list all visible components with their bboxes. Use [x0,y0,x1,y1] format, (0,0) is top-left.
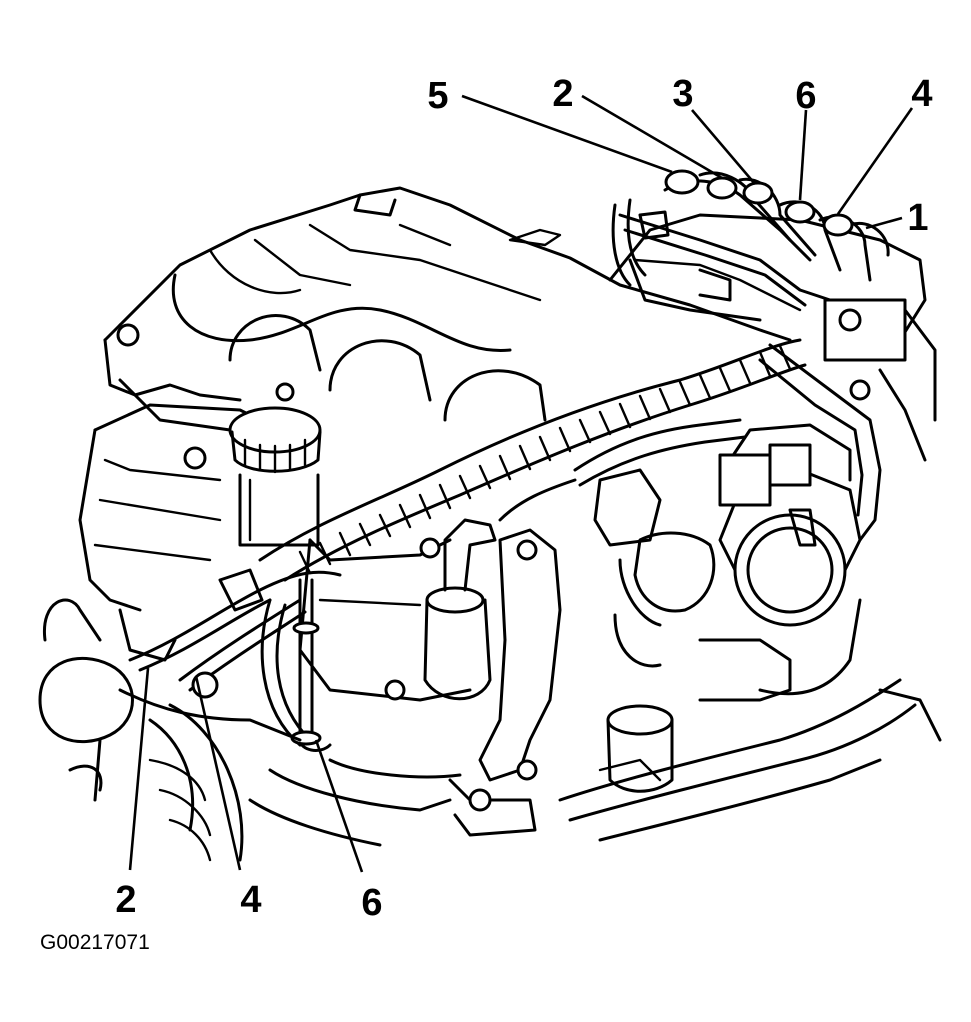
callout-top-6: 6 [795,75,816,117]
callout-top-1: 1 [907,197,928,239]
callout-leaders [128,94,914,873]
leader-bottom-6 [314,739,364,873]
leader-bottom-4 [194,675,242,871]
leader-bottom-2 [128,667,150,871]
leader-top-3 [691,109,756,185]
leader-top-2 [581,94,723,180]
callout-labels: 5 2 3 6 4 1 2 4 6 G00217071 [40,73,933,954]
leader-top-4 [836,107,914,215]
leader-top-1 [865,216,903,230]
callout-top-4: 4 [911,73,932,115]
leader-top-5 [461,94,673,174]
callout-top-2: 2 [552,73,573,115]
callout-bottom-6: 6 [361,882,382,924]
engine-illustration [38,169,942,862]
figure-id: G00217071 [40,931,150,954]
callout-top-3: 3 [672,73,693,115]
callout-top-5: 5 [427,75,448,117]
callout-bottom-4: 4 [240,879,261,921]
leader-top-6 [798,109,808,201]
callout-bottom-2: 2 [115,879,136,921]
